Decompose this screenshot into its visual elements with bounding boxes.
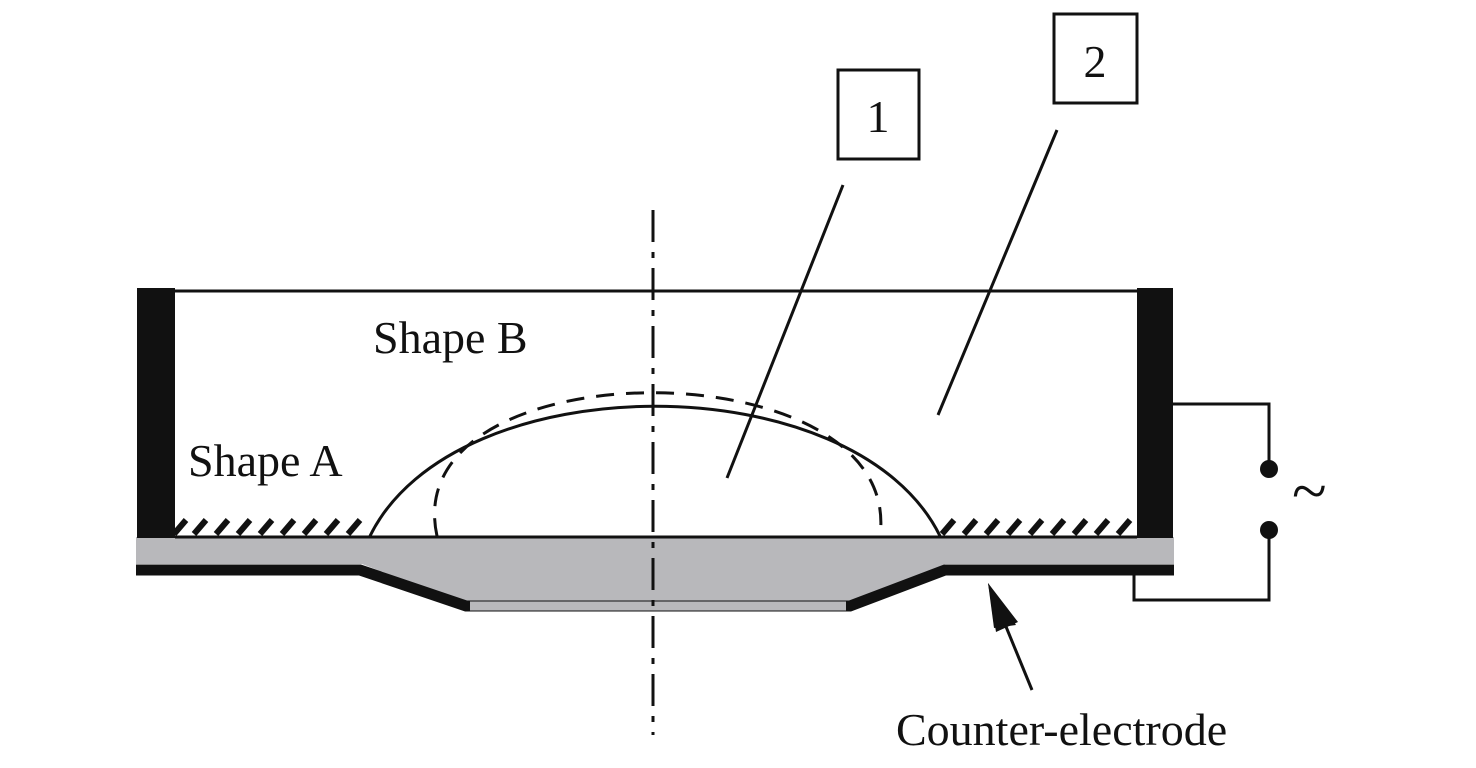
label-box-1: 1 [867,91,890,142]
droplet-shape-b [433,391,883,537]
shape-a-label: Shape A [188,435,343,486]
droplet-shape-a [368,404,942,537]
counter-electrode-label: Counter-electrode [896,704,1227,755]
shape-b-label: Shape B [373,312,528,363]
terminal-bottom [1260,521,1278,539]
leader-line-1 [725,184,845,479]
counter-electrode-arrow-head-fill [988,583,1018,632]
circuit-wire-bottom [1132,530,1271,602]
left-wall [137,288,175,538]
leader-line-2 [936,129,1059,416]
terminal-top [1260,460,1278,478]
label-box-1-frame [836,68,921,161]
hydrophobic-coating-right [939,518,1133,536]
label-box-2-frame [1052,12,1139,105]
hydrophobic-coating-left [171,518,363,536]
label-box-2: 2 [1084,36,1107,87]
dielectric-layer [136,537,1174,604]
ac-source-symbol: ~ [1292,455,1327,526]
right-wall [1137,288,1173,538]
circuit-wire-top [1173,402,1271,468]
